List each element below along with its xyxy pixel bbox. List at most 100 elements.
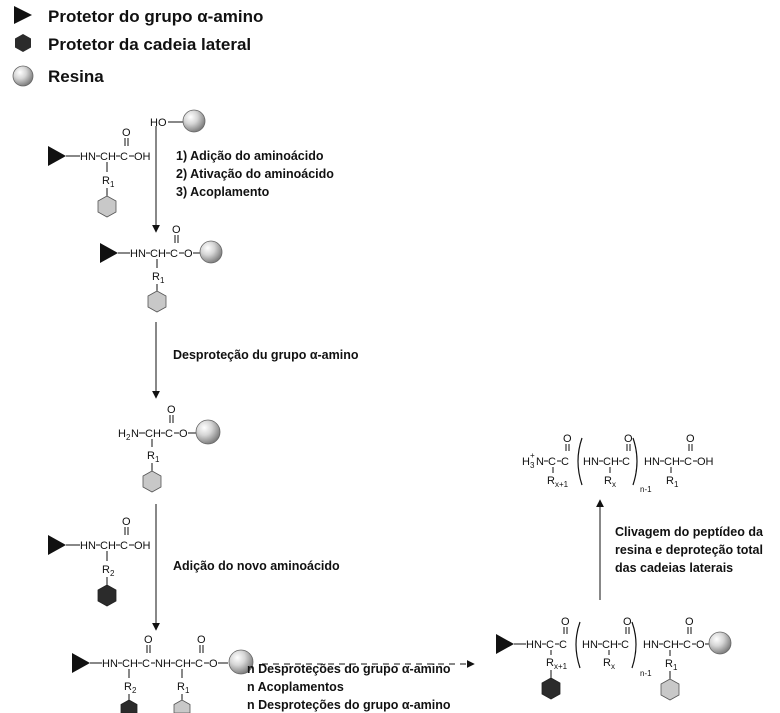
h-label: H — [522, 456, 530, 468]
o-ester-label: O — [179, 428, 188, 440]
o-ester-label: O — [696, 639, 705, 651]
n-minus-1-subscript: n-1 — [640, 669, 652, 678]
n-label: N — [536, 456, 544, 468]
oh-label: OH — [134, 151, 151, 163]
amino-acid-1: HN CH C O OH R 1 — [48, 127, 151, 218]
side-chain-protector-icon — [15, 34, 31, 52]
o-label: O — [172, 224, 181, 236]
c-label: C — [170, 248, 178, 260]
r1-label: R — [666, 475, 674, 487]
open-paren — [575, 621, 581, 669]
n-minus-1-subscript: n-1 — [640, 485, 652, 494]
side-chain-hexagon-icon — [660, 678, 680, 701]
h2-subscript: 2 — [126, 433, 131, 442]
legend-alpha-protector: Protetor do grupo α-amino — [48, 7, 263, 26]
r1-label: R — [177, 681, 185, 693]
c-label-4: C — [684, 456, 692, 468]
c-label: C — [546, 639, 554, 651]
c-label: C — [548, 456, 556, 468]
alpha-protector-icon — [48, 146, 66, 166]
r1-subscript: 1 — [673, 663, 678, 672]
alpha-protector-icon — [100, 243, 118, 263]
alpha-protector-icon — [48, 535, 66, 555]
hn-label: HN — [80, 540, 96, 552]
hn-label-2: HN — [644, 456, 660, 468]
hn-label: HN — [80, 151, 96, 163]
close-paren — [632, 437, 638, 486]
n-label: N — [131, 428, 139, 440]
free-peptide: H x 3 + N C C O HN CH C O n-1 HN CH C O … — [522, 433, 714, 494]
resin-sphere — [199, 240, 223, 264]
ho-resin: HO — [150, 109, 206, 133]
ch-label: CH — [602, 639, 618, 651]
deprotection-label: Desproteção du grupo α-amino — [173, 348, 359, 362]
ch-label: CH — [100, 540, 116, 552]
hn-label-3: HN — [643, 639, 659, 651]
ch-label: CH — [603, 456, 619, 468]
alpha-protector-icon — [72, 653, 90, 673]
cleavage-label-1: Clivagem do peptídeo da — [615, 525, 764, 539]
r1-label: R — [665, 658, 673, 670]
r2-subscript: 2 — [132, 686, 137, 695]
resin-icon — [12, 65, 34, 87]
side-chain-hexagon-icon — [173, 699, 191, 713]
amino-acid-2: HN CH C O OH R 2 — [48, 516, 151, 607]
repeat-label-2: n Acoplamentos — [247, 680, 344, 694]
resin-bound-aa1: HN CH C O O R 1 — [100, 224, 223, 313]
ch-label-2: CH — [664, 456, 680, 468]
dipeptide-resin: HN CH C O NH CH C O O R 2 R 1 — [72, 634, 254, 713]
hn-label: HN — [526, 639, 542, 651]
ho-label: HO — [150, 117, 167, 129]
o-label-3: O — [686, 433, 695, 445]
rx-label: R — [603, 657, 611, 669]
r1-label: R — [102, 175, 110, 187]
side-chain-protector-hexagon-icon — [120, 699, 138, 713]
deprotected-aa1: H 2 N CH C O O R 1 — [118, 404, 221, 493]
rx-label: R — [604, 475, 612, 487]
repeat-label-3: n Desproteções do grupo α-amino — [247, 698, 451, 712]
o-label-2: O — [624, 433, 633, 445]
side-chain-protector-hexagon-icon — [97, 584, 117, 607]
ch-label: CH — [122, 658, 138, 670]
c-label-3: C — [622, 456, 630, 468]
o-label: O — [144, 634, 153, 646]
legend-resin: Resina — [48, 67, 104, 86]
rx1-label: R — [546, 657, 554, 669]
nh-label: NH — [155, 658, 171, 670]
side-chain-hexagon-icon — [97, 195, 117, 218]
resin-sphere — [182, 109, 206, 133]
alpha-protector-icon — [496, 634, 514, 654]
c-label-2: C — [559, 639, 567, 651]
c-label-4: C — [683, 639, 691, 651]
r2-label: R — [124, 681, 132, 693]
ch-label: CH — [100, 151, 116, 163]
r1-subscript: 1 — [185, 686, 190, 695]
side-chain-hexagon-icon — [147, 290, 167, 313]
c-label-2: C — [195, 658, 203, 670]
resin-sphere — [708, 631, 732, 655]
r1-subscript: 1 — [674, 480, 679, 489]
ch-label: CH — [150, 248, 166, 260]
ch-label-2: CH — [175, 658, 191, 670]
oh-label: OH — [134, 540, 151, 552]
o-label: O — [122, 516, 131, 528]
repeat-label-1: n Desproteções do grupo α-amino — [247, 662, 451, 676]
resin-sphere — [228, 649, 254, 675]
r2-subscript: 2 — [110, 569, 115, 578]
peptide-resin: HN C C O HN CH C O n-1 HN CH C O O R x+1… — [496, 616, 732, 701]
oh-label: OH — [697, 456, 714, 468]
c-label-3: C — [621, 639, 629, 651]
o-ester-label: O — [184, 248, 193, 260]
hn-label: HN — [130, 248, 146, 260]
rx1-subscript: x+1 — [554, 662, 568, 671]
r1-label: R — [147, 450, 155, 462]
new-aa-label: Adição do novo aminoácido — [173, 559, 340, 573]
alpha-protector-icon — [14, 6, 32, 24]
o-label-2: O — [197, 634, 206, 646]
o-label: O — [563, 433, 572, 445]
h3-plus: + — [530, 451, 535, 460]
rx1-label: R — [547, 475, 555, 487]
step-1-label: 1) Adição do aminoácido — [176, 149, 324, 163]
hn-label: HN — [583, 456, 599, 468]
